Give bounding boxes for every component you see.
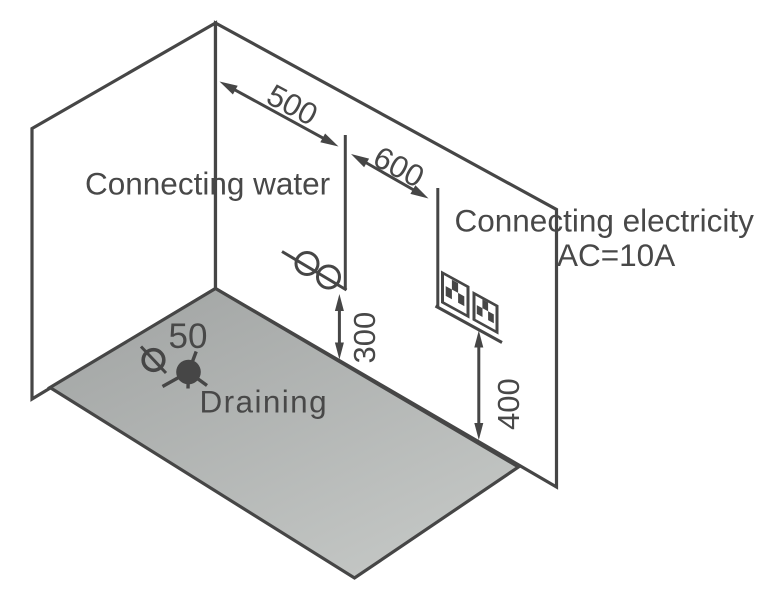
svg-text:400: 400: [491, 378, 526, 430]
svg-text:50: 50: [169, 317, 208, 356]
svg-text:Draining: Draining: [200, 384, 329, 420]
svg-text:AC=10A: AC=10A: [557, 237, 675, 273]
svg-text:Connecting electricity: Connecting electricity: [455, 203, 755, 239]
svg-text:300: 300: [347, 312, 382, 364]
svg-text:Connecting water: Connecting water: [85, 165, 330, 201]
